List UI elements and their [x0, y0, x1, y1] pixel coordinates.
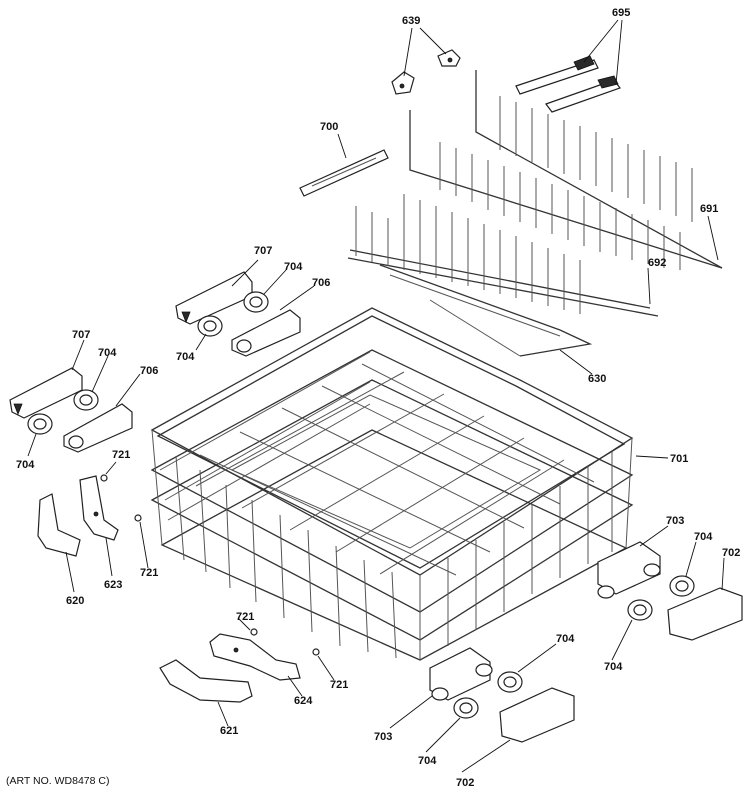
roller-carrier-703-bottom	[429, 647, 493, 701]
callout-695: 695	[612, 7, 630, 19]
callout-721-upper-left: 721	[112, 449, 130, 461]
roller-carrier-703-right	[597, 541, 661, 599]
roller-holder-706-upper	[231, 309, 301, 357]
bumper-620	[37, 493, 81, 557]
callout-704-upper-left: 704	[176, 351, 195, 363]
screw-721-a	[100, 474, 108, 482]
clip-695-top	[515, 55, 599, 95]
callout-721-front-right: 721	[330, 679, 348, 691]
wheel-704-lower-left	[27, 413, 53, 435]
tine-base-630	[379, 264, 593, 357]
roller-holder-706-lower	[63, 403, 133, 453]
callout-701: 701	[670, 453, 688, 465]
wheel-704-lower-right	[73, 389, 99, 411]
callout-706-upper: 706	[312, 277, 330, 289]
callout-706-lower: 706	[140, 365, 158, 377]
callout-621: 621	[220, 725, 238, 737]
callout-704-bottom-upper: 704	[556, 633, 575, 645]
callout-623: 623	[104, 579, 122, 591]
screw-721-c	[250, 628, 258, 636]
callout-704-lower-right: 704	[98, 347, 117, 359]
bracket-624	[209, 633, 301, 681]
callout-639: 639	[402, 15, 420, 27]
screw-721-b	[134, 514, 142, 522]
callout-692: 692	[648, 257, 666, 269]
callout-labels: 639 695 700 691 692 707 704 706 704 707 …	[16, 7, 740, 789]
bumper-621	[159, 659, 253, 703]
clip-639-right	[437, 49, 461, 67]
callout-704-right-upper: 704	[694, 531, 713, 543]
wheel-704-bottom-lower	[453, 697, 479, 719]
callout-707-lower: 707	[72, 329, 90, 341]
callout-702-bottom: 702	[456, 777, 474, 789]
clip-639-left	[391, 71, 415, 95]
tine-row-692	[347, 194, 659, 317]
wheel-704-right-upper	[669, 575, 695, 597]
leader-lines	[27, 19, 725, 773]
callout-704-right-lower: 704	[604, 661, 623, 673]
callout-721-lower-left: 721	[140, 567, 158, 579]
callout-691: 691	[700, 203, 718, 215]
wheel-704-upper-left	[197, 315, 223, 337]
lower-rack-basket	[150, 307, 634, 661]
wheel-704-right-lower	[627, 599, 653, 621]
end-cap-702-bottom	[499, 687, 575, 743]
callout-704-lower-left: 704	[16, 459, 35, 471]
bracket-623	[79, 475, 119, 541]
rail-700	[299, 149, 389, 197]
callout-630: 630	[588, 373, 606, 385]
callout-702-right: 702	[722, 547, 740, 559]
clip-695-bottom	[545, 75, 621, 113]
wheel-704-bottom-upper	[497, 671, 523, 693]
callout-620: 620	[66, 595, 84, 607]
roller-guide-707-lower	[9, 367, 83, 419]
callout-721-front-left: 721	[236, 611, 254, 623]
callout-703-bottom: 703	[374, 731, 392, 743]
wheel-704-upper-right	[243, 291, 269, 313]
callout-704-bottom-lower: 704	[418, 755, 437, 767]
tine-row-691	[409, 70, 723, 270]
callout-703-right: 703	[666, 515, 684, 527]
art-number: (ART NO. WD8478 C)	[6, 775, 109, 787]
callout-704-upper-right: 704	[284, 261, 303, 273]
end-cap-702-right	[667, 587, 743, 641]
callout-624: 624	[294, 695, 313, 707]
screw-721-d	[312, 648, 320, 656]
callout-700: 700	[320, 121, 338, 133]
callout-707-upper: 707	[254, 245, 272, 257]
